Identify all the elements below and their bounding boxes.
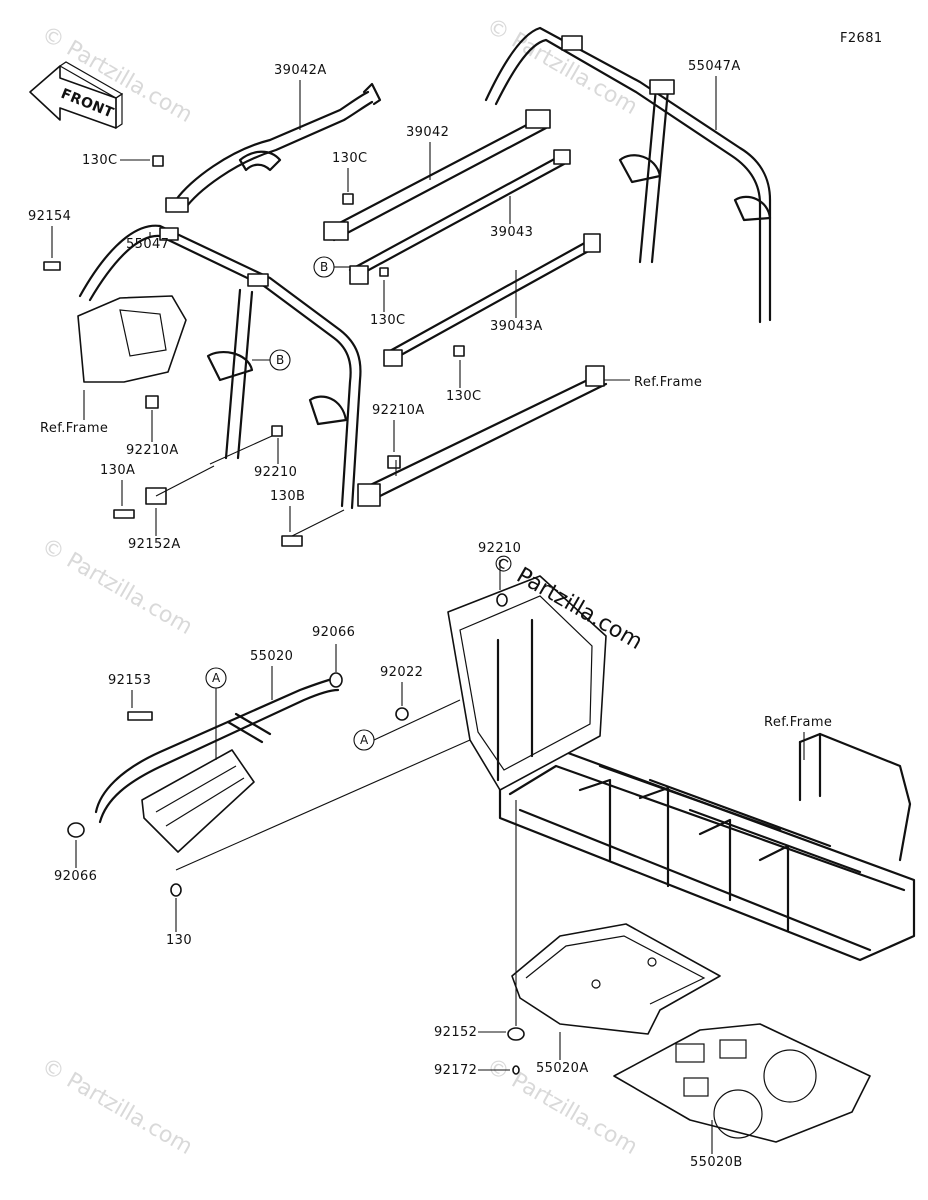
- part-number: 130C: [370, 313, 406, 328]
- part-number: 39043A: [490, 319, 543, 334]
- bolt-icon: [43, 261, 61, 271]
- bolt-icon: [113, 509, 135, 519]
- labels-lower: 92210 92066 55020 92153 92022 92066 130 …: [54, 541, 832, 1170]
- ref-frame-label: Ref.Frame: [40, 421, 108, 436]
- part-number: 55020A: [536, 1061, 589, 1076]
- part-number: 92210: [254, 465, 297, 480]
- figure-code: F2681: [840, 31, 883, 46]
- part-number: 130C: [446, 389, 482, 404]
- rivet-icon: [512, 1065, 520, 1075]
- frame-side-rail: [357, 365, 608, 507]
- part-number: 55047A: [688, 59, 741, 74]
- labels-upper: 39042A 55047A 130C 39042 130C 92154 3904…: [28, 59, 741, 552]
- nut-icon: [453, 345, 465, 357]
- nut-icon: [496, 593, 508, 607]
- front-bumper-55020: [67, 672, 343, 853]
- part-number: 92022: [380, 665, 423, 680]
- leader-lines: [155, 435, 517, 1026]
- part-number: 130C: [332, 151, 368, 166]
- ref-frame-label: Ref.Frame: [764, 715, 832, 730]
- part-number: 92210A: [126, 443, 179, 458]
- nut-icon: [387, 455, 401, 469]
- ref-frame-label: Ref.Frame: [634, 375, 702, 390]
- part-number: 55047: [126, 237, 169, 252]
- cross-bar-39042: [323, 109, 551, 242]
- grommet-icon: [507, 1027, 525, 1041]
- watermark: © Partzilla.com: [37, 1054, 197, 1161]
- part-number: 130A: [100, 463, 135, 478]
- part-number: 92152A: [128, 537, 181, 552]
- nut-icon: [170, 883, 182, 897]
- rops-frame-55047: [78, 224, 362, 510]
- cross-bar-39043: [348, 149, 571, 285]
- rops-front-bar-39042A: [165, 82, 382, 213]
- part-number: 92152: [434, 1025, 477, 1040]
- svg-text:A: A: [212, 671, 221, 685]
- callout-b1: B: [313, 256, 350, 278]
- bolt-icon: [127, 711, 153, 721]
- part-number: 130C: [82, 153, 118, 168]
- watermark: © Partzilla.com: [482, 14, 642, 121]
- part-number: 92210: [478, 541, 521, 556]
- nut-icon: [342, 193, 354, 205]
- part-number: 39043: [490, 225, 533, 240]
- nut-icon: [152, 155, 164, 167]
- bolt-icon: [281, 535, 303, 547]
- nut-icon: [271, 425, 283, 437]
- rops-rear-frame-55047A: [484, 26, 772, 324]
- callout-a1: A: [205, 667, 227, 760]
- part-number: 39042: [406, 125, 449, 140]
- part-number: 92066: [54, 869, 97, 884]
- part-number: 130: [166, 933, 192, 948]
- part-number: 55020B: [690, 1155, 743, 1170]
- part-number: 55020: [250, 649, 293, 664]
- fasteners-lower: [127, 593, 525, 1075]
- part-number: 130B: [270, 489, 305, 504]
- vehicle-frame: [447, 575, 916, 962]
- nut-icon: [395, 707, 409, 721]
- part-number: 92210A: [372, 403, 425, 418]
- svg-text:B: B: [320, 260, 328, 274]
- skid-plate-55020B: [613, 1023, 871, 1143]
- cross-bar-39043A: [383, 233, 601, 367]
- svg-text:A: A: [360, 733, 369, 747]
- part-number: 92172: [434, 1063, 477, 1078]
- svg-text:B: B: [276, 353, 284, 367]
- part-number: 92066: [312, 625, 355, 640]
- skid-plate-55020A: [511, 923, 721, 1035]
- callout-a2: A: [353, 699, 461, 751]
- callout-b2: B: [252, 349, 291, 371]
- fasteners-upper: [43, 155, 465, 547]
- front-mount-bracket: [77, 295, 187, 383]
- part-number: 39042A: [274, 63, 327, 78]
- part-number: 92154: [28, 209, 71, 224]
- nut-icon: [145, 395, 159, 409]
- nut-icon: [379, 267, 389, 277]
- part-number: 92153: [108, 673, 151, 688]
